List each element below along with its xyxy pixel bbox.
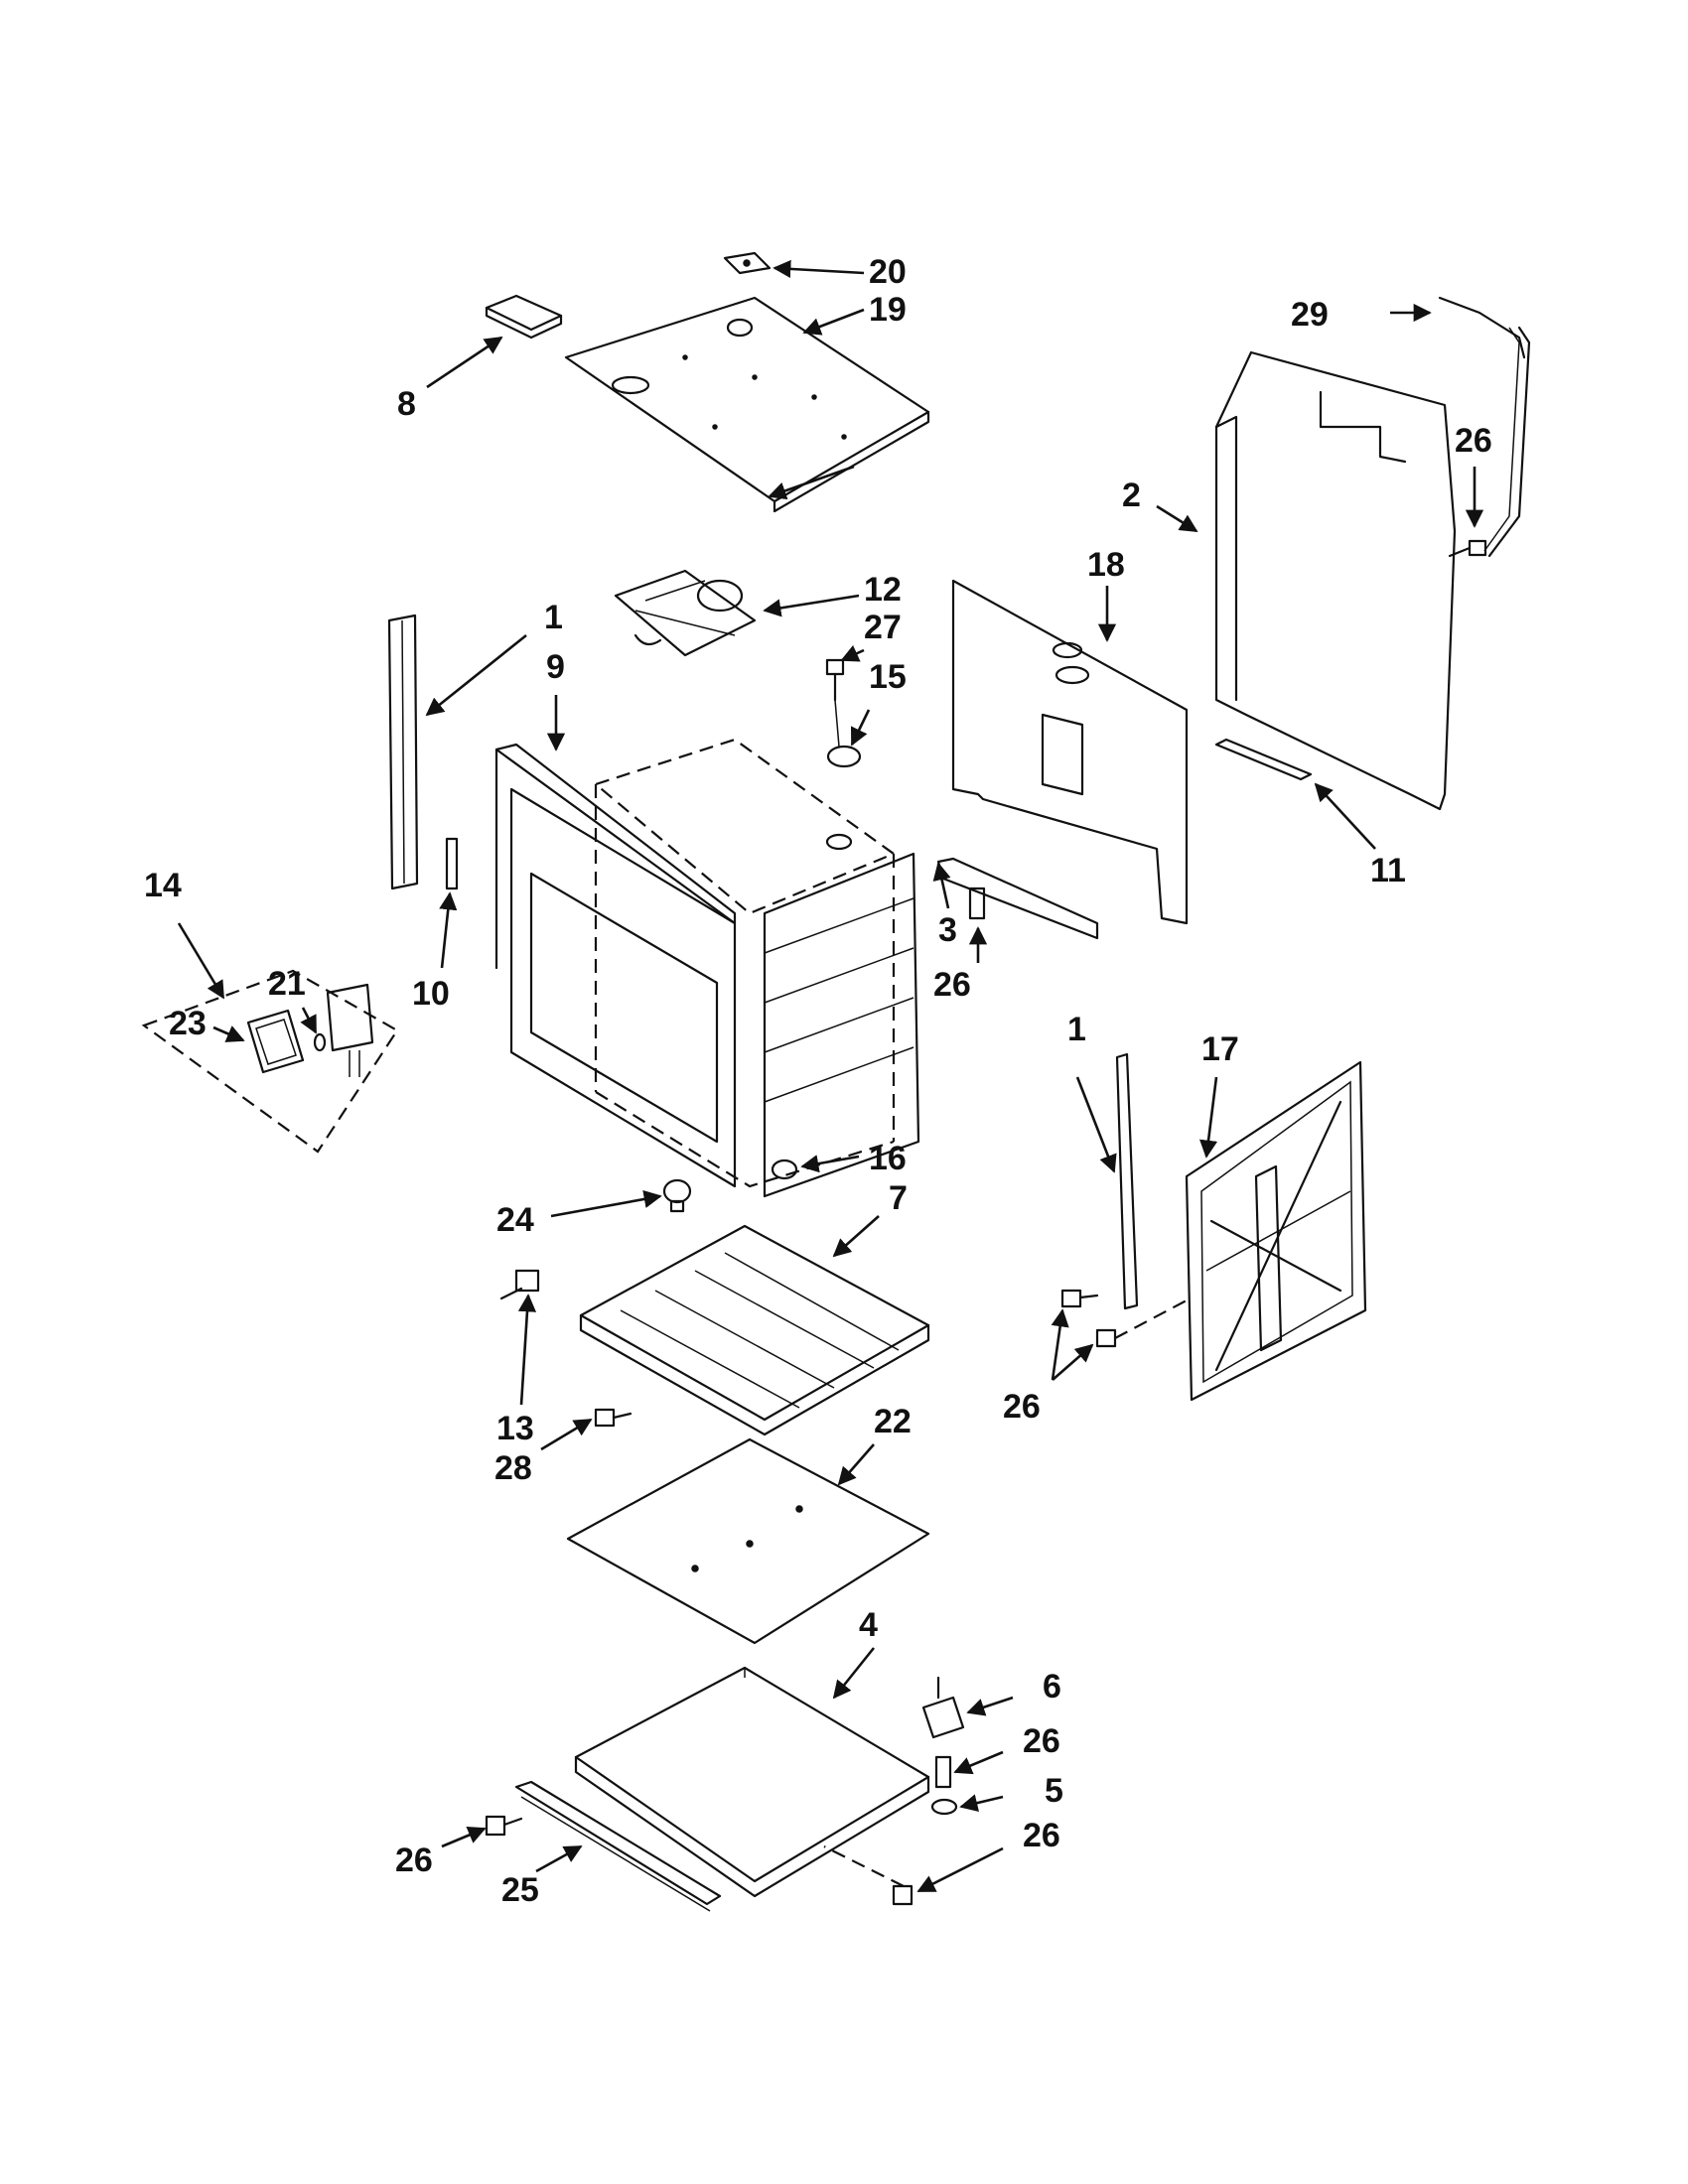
callout-21: 21 — [268, 965, 306, 1003]
callout-labels: 20 19 8 29 26 2 18 12 27 15 1 9 11 3 26 … — [144, 253, 1492, 1909]
callout-27: 27 — [864, 609, 902, 646]
callout-14: 14 — [144, 867, 182, 904]
callout-12: 12 — [864, 571, 902, 609]
part-4-base-pan — [574, 1666, 930, 1898]
part-5-nut — [930, 1798, 958, 1816]
callout-9: 9 — [546, 648, 565, 686]
callout-26-bottom-left: 26 — [395, 1842, 433, 1879]
callout-11: 11 — [1370, 852, 1406, 889]
part-26-screw-trim-2 — [1095, 1299, 1188, 1348]
callout-10: 10 — [412, 975, 450, 1013]
callout-29: 29 — [1291, 296, 1329, 334]
part-22-floor-panel — [566, 1437, 930, 1645]
oven-cavity — [593, 738, 920, 1198]
part-29-trim — [1438, 296, 1531, 558]
callout-26-bracket: 26 — [1023, 1722, 1060, 1760]
part-1-right-side-trim — [1115, 1052, 1139, 1310]
part-13-switch — [499, 1269, 540, 1300]
callout-8: 8 — [397, 385, 416, 423]
callout-1-right: 1 — [1067, 1011, 1086, 1048]
part-26-screw-bottom-left — [485, 1815, 523, 1837]
part-16-knob — [771, 1159, 798, 1180]
part-26-screw-right — [1448, 539, 1487, 558]
part-20-plate — [723, 251, 772, 275]
callout-26-bottom-right: 26 — [1023, 1817, 1060, 1854]
part-26-screw-part3 — [968, 887, 986, 920]
part-7-tray — [579, 1224, 930, 1436]
part-2-side-wrap — [1214, 350, 1457, 811]
part-15-grommet — [826, 699, 862, 768]
callout-17: 17 — [1201, 1030, 1239, 1068]
leader-lines — [177, 259, 1484, 1893]
part-21-bulb — [313, 1032, 327, 1052]
part-24-knob — [662, 1178, 692, 1213]
part-14-housing — [326, 983, 374, 1077]
part-8-bracket — [485, 294, 563, 340]
callout-28: 28 — [494, 1449, 532, 1487]
callout-6: 6 — [1043, 1668, 1061, 1706]
part-10-strip — [445, 837, 459, 890]
part-9-front-frame — [494, 743, 737, 1188]
part-3-strip — [936, 857, 1099, 940]
callout-19: 19 — [869, 291, 907, 329]
callout-5: 5 — [1045, 1772, 1063, 1810]
callout-22: 22 — [874, 1403, 912, 1440]
part-28-screw — [594, 1408, 633, 1428]
callout-20: 20 — [869, 253, 907, 291]
part-26-screw-bracket — [934, 1755, 952, 1789]
callout-7: 7 — [889, 1179, 908, 1217]
part-6-bracket — [921, 1676, 965, 1739]
callout-18: 18 — [1087, 546, 1125, 584]
callout-23: 23 — [169, 1005, 207, 1042]
part-26-screw-trim-1 — [1060, 1289, 1099, 1308]
callout-13: 13 — [496, 1410, 534, 1447]
part-23-window — [246, 1009, 305, 1074]
callout-2: 2 — [1122, 477, 1141, 514]
part-11-bar — [1214, 738, 1313, 781]
callout-26-part3: 26 — [933, 966, 971, 1004]
callout-16: 16 — [869, 1140, 907, 1177]
part-27-screw — [825, 658, 845, 702]
part-12-control-assembly — [614, 569, 757, 657]
part-19-top-panel — [564, 296, 930, 513]
callout-3: 3 — [938, 911, 957, 949]
part-26-screw-bottom-right — [823, 1845, 914, 1906]
callout-1-left: 1 — [544, 599, 563, 636]
callout-25: 25 — [501, 1871, 539, 1909]
callout-4: 4 — [859, 1606, 878, 1644]
part-1-left-side-trim — [387, 614, 419, 890]
part-18-back-panel — [951, 579, 1189, 925]
callout-24: 24 — [496, 1201, 534, 1239]
callout-15: 15 — [869, 658, 907, 696]
callout-26-trim: 26 — [1003, 1388, 1041, 1426]
callout-26-right: 26 — [1455, 422, 1492, 460]
part-25-rail — [514, 1780, 722, 1912]
part-17-door-frame — [1185, 1060, 1367, 1402]
